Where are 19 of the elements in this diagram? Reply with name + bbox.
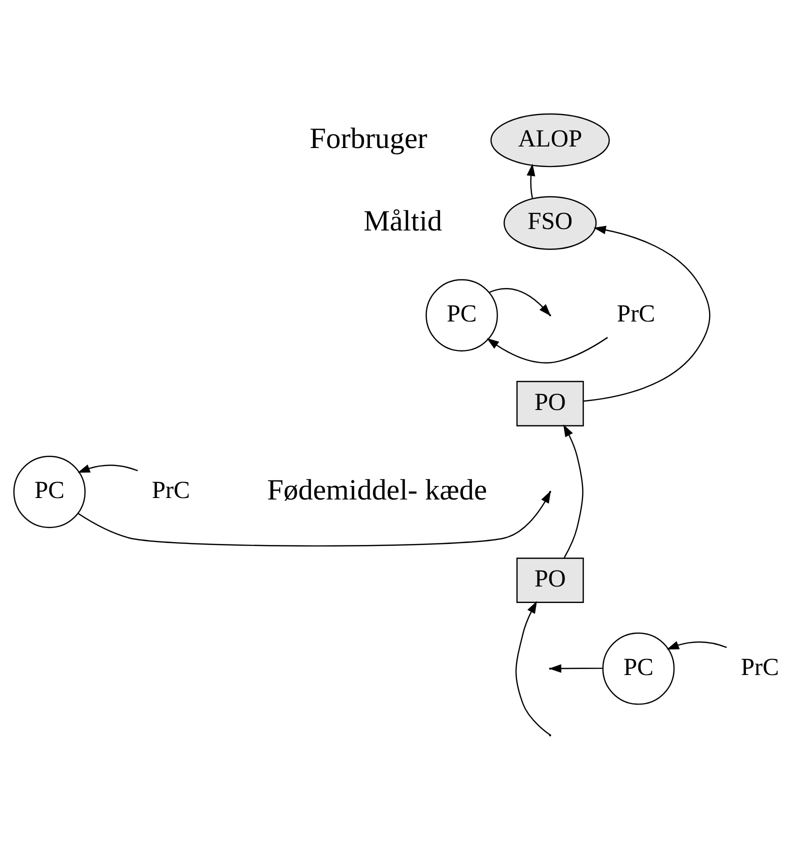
node-circle: PC — [602, 632, 674, 704]
node-ellipse: FSO — [503, 196, 596, 250]
node-text: PrC — [151, 476, 190, 504]
node-text: PrC — [740, 653, 779, 680]
node-box: PO — [516, 380, 584, 426]
node-circle: PC — [12, 455, 86, 528]
arrow — [77, 464, 138, 472]
node-text: PrC — [616, 300, 655, 327]
arrow — [526, 163, 535, 198]
arrow — [486, 336, 608, 363]
node-ellipse: ALOP — [490, 112, 610, 167]
arrow — [562, 424, 583, 558]
arrow — [582, 225, 710, 402]
label: Måltid — [363, 205, 442, 238]
arrow — [666, 640, 726, 649]
node-circle: PC — [425, 278, 498, 351]
node-box: PO — [516, 557, 584, 602]
label: Forbruger — [309, 122, 427, 154]
label: Fødemiddel- kæde — [266, 474, 487, 506]
